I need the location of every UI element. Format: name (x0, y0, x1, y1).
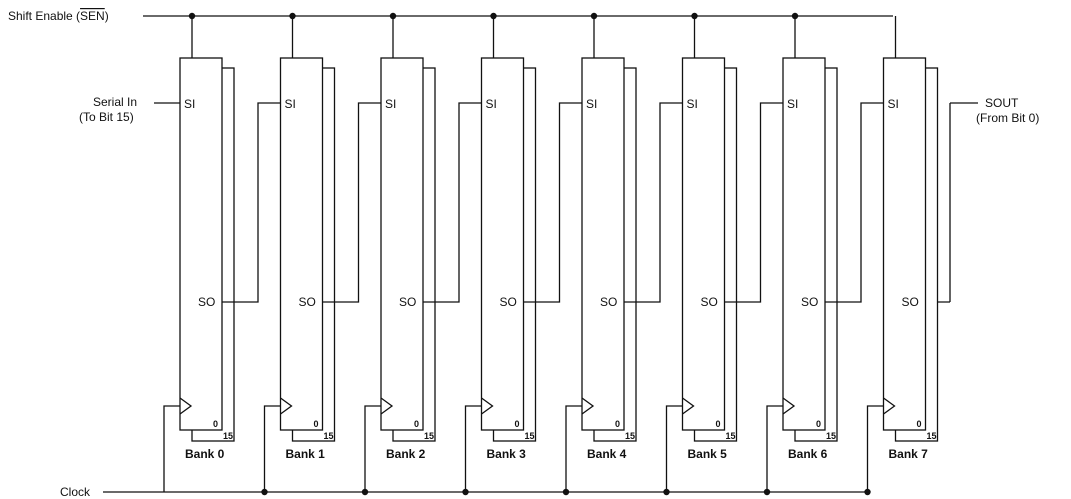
so-to-si-wire (724, 102, 783, 303)
bit-15-label: 15 (726, 431, 736, 441)
clock-input-triangle (481, 397, 494, 415)
bank-label: Bank 4 (587, 447, 627, 461)
so-pin-label: SO (198, 295, 215, 309)
clock-feed-wire (766, 405, 783, 492)
register-front-layer (179, 57, 223, 431)
si-pin-label: SI (385, 97, 396, 111)
bank-label: Bank 2 (386, 447, 426, 461)
clock-junction (763, 488, 771, 496)
si-pin-label: SI (687, 97, 698, 111)
bit-0-label: 0 (615, 419, 620, 429)
bank-label: Bank 6 (788, 447, 828, 461)
clock-junction (864, 488, 871, 496)
clock-feed-wire (665, 405, 683, 492)
register-front-layer (480, 57, 525, 431)
register-front-layer (380, 57, 424, 431)
so-to-si-wire (222, 102, 281, 303)
bit-0-label: 0 (314, 419, 319, 429)
clock-feed-wire (364, 405, 381, 492)
clock-junction (361, 488, 369, 496)
so-pin-label: SO (600, 295, 617, 309)
register-front-layer (681, 57, 726, 431)
register-front-layer (882, 57, 927, 431)
clock-input-triangle (380, 397, 394, 415)
bit-15-label: 15 (424, 431, 434, 441)
clock-input-triangle (581, 397, 595, 415)
bank-label: Bank 0 (185, 447, 225, 461)
bank-label: Bank 1 (286, 447, 326, 461)
so-pin-label: SO (299, 295, 316, 309)
bit-15-label: 15 (826, 431, 836, 441)
so-pin-label: SO (399, 295, 416, 309)
shift-enable-junction (791, 12, 799, 20)
shift-enable-junction (389, 12, 397, 20)
serial-in-sublabel: (To Bit 15) (79, 110, 134, 124)
clock-input-triangle (782, 397, 796, 415)
so-to-si-wire (423, 102, 482, 303)
si-pin-label: SI (184, 97, 195, 111)
bit-0-label: 0 (917, 419, 922, 429)
clock-junction (261, 488, 268, 496)
clock-feed-wire (163, 405, 180, 492)
bit-0-label: 0 (515, 419, 520, 429)
si-pin-label: SI (787, 97, 798, 111)
clock-input-triangle (179, 397, 193, 415)
sout-label: SOUT (985, 96, 1019, 110)
clock-input-triangle (682, 397, 695, 415)
so-pin-label: SO (801, 295, 818, 309)
bit-0-label: 0 (213, 419, 218, 429)
so-pin-label: SO (902, 295, 919, 309)
clock-junction (562, 488, 570, 496)
bank-label: Bank 5 (688, 447, 728, 461)
si-pin-label: SI (888, 97, 899, 111)
so-to-si-wire (523, 102, 582, 303)
shift-enable-junction (590, 12, 598, 20)
register-front-layer (279, 57, 324, 431)
bit-15-label: 15 (223, 431, 233, 441)
bit-15-label: 15 (625, 431, 635, 441)
shift-enable-label: Shift Enable (SEN) (8, 9, 109, 23)
bit-0-label: 0 (816, 419, 821, 429)
so-pin-label: SO (500, 295, 517, 309)
clock-feed-wire (565, 405, 582, 492)
sen-overbar-text: SEN (80, 9, 105, 23)
so-to-si-wire (322, 102, 381, 303)
si-pin-label: SI (586, 97, 597, 111)
shift-enable-junction (691, 12, 698, 20)
shift-enable-junction (289, 12, 296, 20)
so-to-si-wire (624, 102, 683, 303)
bit-15-label: 15 (324, 431, 334, 441)
clock-feed-wire (866, 405, 884, 492)
bank-label: Bank 7 (889, 447, 929, 461)
clock-junction (663, 488, 670, 496)
serial-in-label: Serial In (93, 95, 137, 109)
so-pin-label: SO (701, 295, 718, 309)
clock-input-triangle (280, 397, 293, 415)
si-pin-label: SI (285, 97, 296, 111)
bit-0-label: 0 (414, 419, 419, 429)
register-front-layer (782, 57, 826, 431)
clock-label: Clock (60, 485, 91, 499)
shift-enable-junction (188, 12, 196, 20)
register-front-layer (581, 57, 625, 431)
so-to-si-wire (825, 102, 884, 303)
sout-sublabel: (From Bit 0) (976, 111, 1039, 125)
clock-junction (462, 488, 469, 496)
shift-enable-junction (490, 12, 497, 20)
clock-input-triangle (883, 397, 896, 415)
si-pin-label: SI (486, 97, 497, 111)
clock-feed-wire (263, 405, 281, 492)
bit-15-label: 15 (525, 431, 535, 441)
bank-label: Bank 3 (487, 447, 527, 461)
bit-0-label: 0 (716, 419, 721, 429)
bit-15-label: 15 (927, 431, 937, 441)
clock-feed-wire (464, 405, 482, 492)
